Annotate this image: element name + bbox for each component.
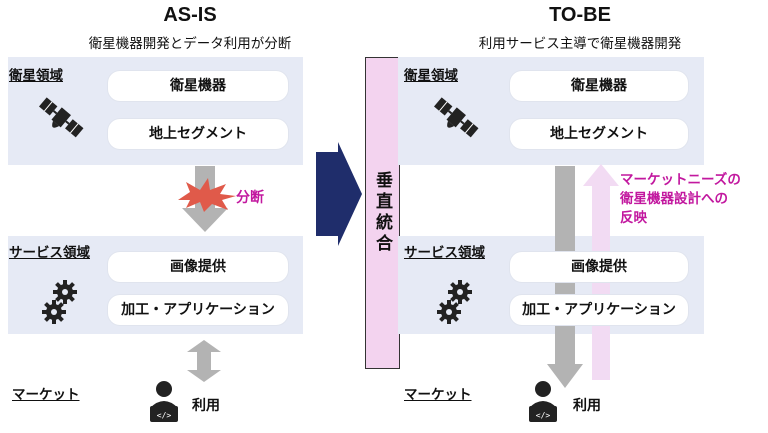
- as-is-processing-application-pill: 加工・アプリケーション: [108, 295, 288, 325]
- feedback-line-3: 反映: [620, 210, 647, 226]
- to-be-service-region-label: サービス領域: [404, 245, 485, 261]
- as-is-title: AS-IS: [163, 4, 217, 26]
- to-be-market-label: マーケット: [404, 387, 472, 403]
- vertical-integration-box: 垂直統合: [365, 57, 400, 369]
- as-is-market-label: マーケット: [12, 387, 80, 403]
- as-is-usage-label: 利用: [192, 398, 220, 414]
- to-be-satellite-equipment-pill: 衛星機器: [510, 71, 688, 101]
- as-is-subtitle: 衛星機器開発とデータ利用が分断: [88, 36, 292, 52]
- split-burst-icon: [178, 178, 236, 212]
- split-label: 分断: [236, 190, 264, 206]
- as-is-ground-segment-pill: 地上セグメント: [108, 119, 288, 149]
- satellite-icon: [33, 92, 91, 144]
- to-be-satellite-region-label: 衛星領域: [404, 68, 458, 84]
- svg-text:</>: </>: [157, 411, 172, 420]
- feedback-line-1: マーケットニーズの: [620, 172, 741, 188]
- as-is-double-arrow: [185, 340, 223, 382]
- feedback-line-2: 衛星機器設計への: [620, 191, 728, 207]
- user-laptop-icon: </>: [144, 380, 184, 424]
- satellite-icon: [428, 92, 486, 144]
- svg-text:</>: </>: [536, 411, 551, 420]
- to-be-title: TO-BE: [549, 4, 611, 26]
- gears-icon: [437, 280, 473, 324]
- to-be-usage-label: 利用: [573, 398, 601, 414]
- to-be-image-provision-pill: 画像提供: [510, 252, 688, 282]
- gears-icon: [42, 280, 78, 324]
- as-is-satellite-region-label: 衛星領域: [9, 68, 63, 84]
- as-is-image-provision-pill: 画像提供: [108, 252, 288, 282]
- vertical-integration-label: 垂直統合: [372, 171, 392, 255]
- feedback-text: マーケットニーズの 衛星機器設計への 反映: [620, 171, 741, 228]
- transition-arrow: [316, 142, 362, 246]
- as-is-satellite-equipment-pill: 衛星機器: [108, 71, 288, 101]
- user-laptop-icon: </>: [523, 380, 563, 424]
- to-be-subtitle: 利用サービス主導で衛星機器開発: [478, 36, 682, 52]
- to-be-processing-application-pill: 加工・アプリケーション: [510, 295, 688, 325]
- to-be-ground-segment-pill: 地上セグメント: [510, 119, 688, 149]
- as-is-service-region-label: サービス領域: [9, 245, 90, 261]
